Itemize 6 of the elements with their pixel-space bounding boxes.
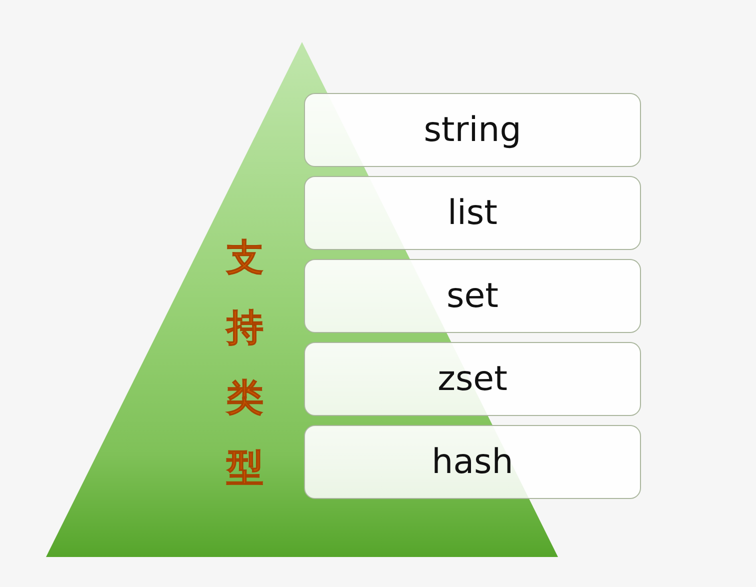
type-box: string [304,93,641,167]
type-box: list [304,176,641,250]
type-box: hash [304,425,641,499]
type-box: zset [304,342,641,416]
vertical-label: 支持类型 [225,235,264,491]
type-box: set [304,259,641,333]
